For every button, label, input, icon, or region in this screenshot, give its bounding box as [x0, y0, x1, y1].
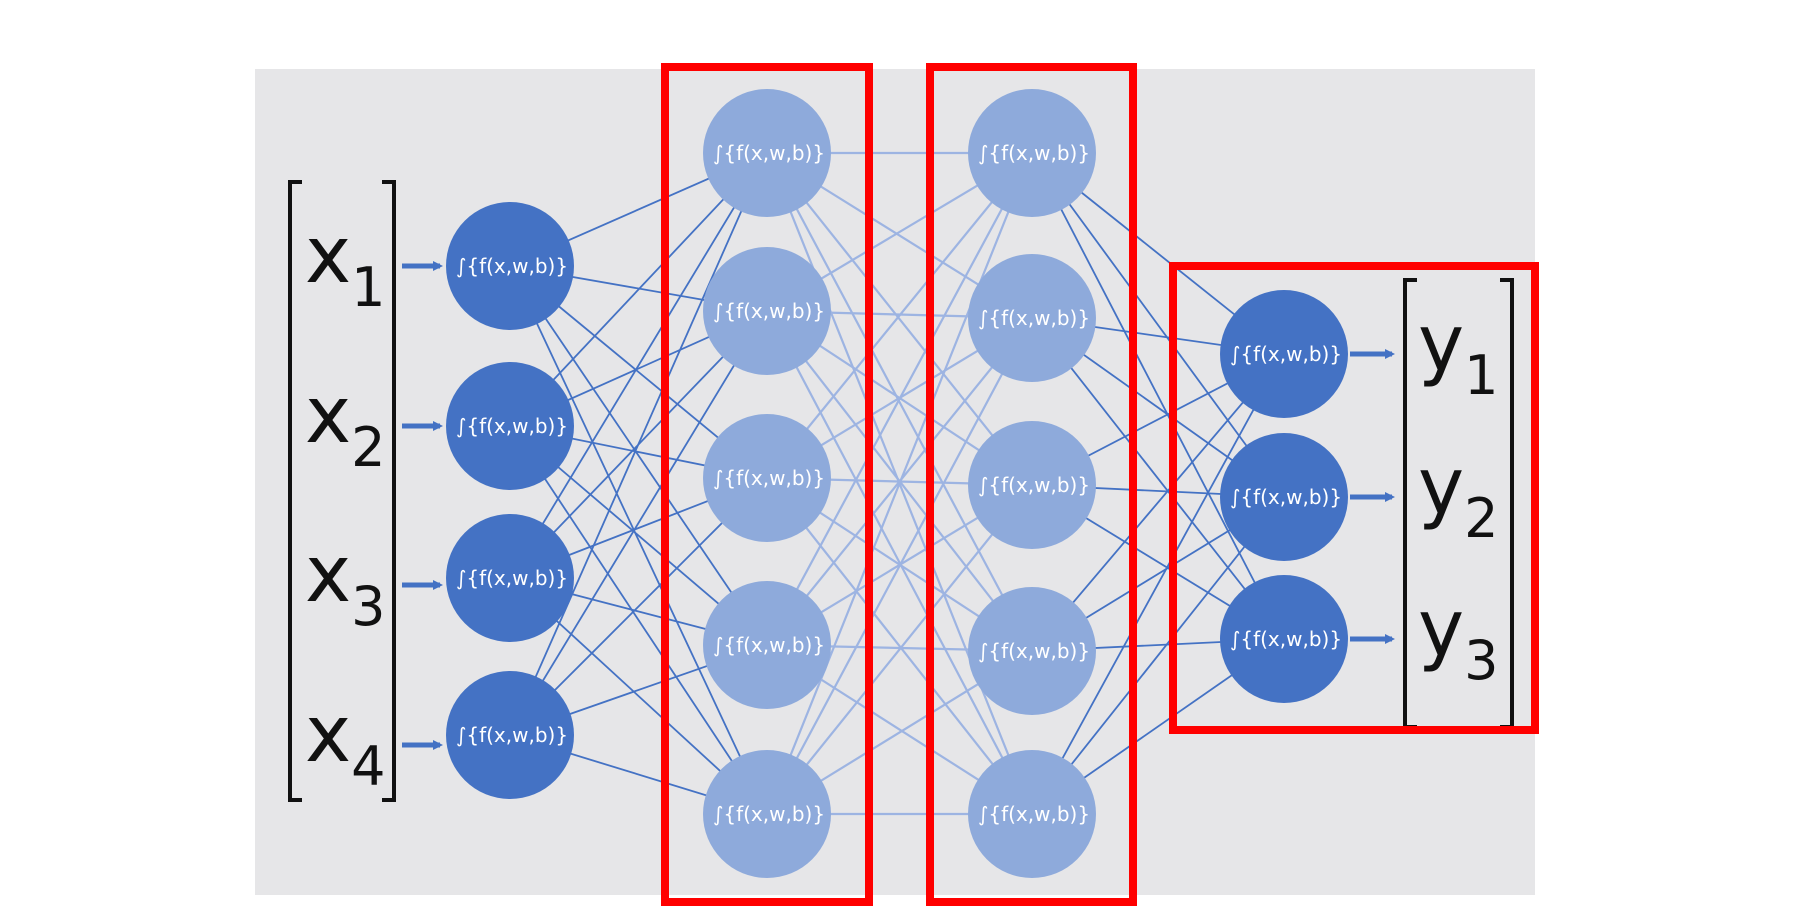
- hidden-layer-2-node-1: ∫{f(x,w,b)}: [968, 89, 1096, 217]
- neuron-circle: [703, 414, 831, 542]
- neuron-circle: [1220, 290, 1348, 418]
- edge-l1-0-to-3: [766, 152, 1033, 652]
- neuron-circle: [446, 671, 574, 799]
- edge-l1-4-to-2: [766, 484, 1033, 815]
- activation-formula: ∫{f(x,w,b)}: [1230, 485, 1342, 509]
- activation-formula: ∫{f(x,w,b)}: [456, 414, 568, 438]
- neuron-circle: [703, 750, 831, 878]
- activation-formula: ∫{f(x,w,b)}: [456, 723, 568, 747]
- neuron-circle: [968, 750, 1096, 878]
- edge-l1-0-to-2: [766, 152, 1033, 486]
- neuron-circle: [446, 202, 574, 330]
- edge-l2-0-to-1: [1031, 152, 1285, 498]
- hidden-layer-2-node-5: ∫{f(x,w,b)}: [968, 750, 1096, 878]
- activation-formula: ∫{f(x,w,b)}: [713, 802, 825, 826]
- input-vector-right-bracket: [382, 180, 396, 802]
- edge-l2-1-to-2: [1031, 317, 1285, 640]
- activation-formula: ∫{f(x,w,b)}: [713, 466, 825, 490]
- hidden-layer-1-node-2: ∫{f(x,w,b)}: [703, 247, 831, 375]
- neuron-circle: [968, 89, 1096, 217]
- highlight-box-output-layer: [1169, 262, 1539, 734]
- input-layer-node-2: ∫{f(x,w,b)}: [446, 362, 574, 490]
- neuron-circle: [446, 362, 574, 490]
- input-vector-left-bracket: [288, 180, 302, 802]
- edge-l0-3-to-0: [509, 152, 768, 736]
- neuron-circle: [968, 254, 1096, 382]
- neuron-circle: [1220, 575, 1348, 703]
- neuron-circle: [703, 247, 831, 375]
- edge-l0-2-to-0: [509, 152, 768, 579]
- edge-l1-2-to-0: [766, 152, 1033, 479]
- highlight-boxes: [661, 63, 1539, 906]
- activation-formula: ∫{f(x,w,b)}: [978, 473, 1090, 497]
- network-nodes: ∫{f(x,w,b)} ∫{f(x,w,b)} ∫{f(x,w,b)} ∫{f(x,w…: [446, 89, 1348, 878]
- edge-l2-0-to-2: [1031, 152, 1285, 640]
- activation-formula: ∫{f(x,w,b)}: [978, 306, 1090, 330]
- hidden-layer-1-node-5: ∫{f(x,w,b)}: [703, 750, 831, 878]
- activation-formula: ∫{f(x,w,b)}: [456, 566, 568, 590]
- output-layer-node-2: ∫{f(x,w,b)}: [1220, 433, 1348, 561]
- edge-l1-4-to-0: [765, 152, 1034, 815]
- hidden-layer-1-node-3: ∫{f(x,w,b)}: [703, 414, 831, 542]
- activation-formula: ∫{f(x,w,b)}: [1230, 342, 1342, 366]
- edge-l2-3-to-0: [1031, 353, 1285, 652]
- hidden-layer-1-node-1: ∫{f(x,w,b)}: [703, 89, 831, 217]
- highlight-box-hidden-layer-1: [661, 63, 873, 906]
- edge-l2-4-to-0: [1031, 353, 1285, 815]
- neuron-circle: [968, 421, 1096, 549]
- neuron-circle: [1220, 433, 1348, 561]
- hidden-layer-2-node-4: ∫{f(x,w,b)}: [968, 587, 1096, 715]
- edge-l1-1-to-4: [766, 310, 1033, 815]
- edge-l0-3-to-1: [509, 310, 768, 736]
- input-layer-node-1: ∫{f(x,w,b)}: [446, 202, 574, 330]
- neuron-circle: [703, 89, 831, 217]
- output-layer-node-3: ∫{f(x,w,b)}: [1220, 575, 1348, 703]
- neuron-circle: [968, 587, 1096, 715]
- edge-l1-4-to-1: [766, 317, 1033, 815]
- activation-formula: ∫{f(x,w,b)}: [978, 639, 1090, 663]
- activation-formula: ∫{f(x,w,b)}: [713, 141, 825, 165]
- activation-formula: ∫{f(x,w,b)}: [713, 299, 825, 323]
- edge-l0-0-to-3: [509, 265, 768, 646]
- activation-formula: ∫{f(x,w,b)}: [713, 633, 825, 657]
- input-layer-node-3: ∫{f(x,w,b)}: [446, 514, 574, 642]
- activation-formula: ∫{f(x,w,b)}: [456, 254, 568, 278]
- highlight-box-hidden-layer-2: [926, 63, 1137, 906]
- input-layer-node-4: ∫{f(x,w,b)}: [446, 671, 574, 799]
- hidden-layer-2-node-3: ∫{f(x,w,b)}: [968, 421, 1096, 549]
- edge-l1-3-to-0: [766, 152, 1033, 646]
- input-output-arrows: [402, 261, 1395, 750]
- hidden-layer-1-node-4: ∫{f(x,w,b)}: [703, 581, 831, 709]
- edge-l0-0-to-4: [509, 265, 768, 815]
- activation-formula: ∫{f(x,w,b)}: [1230, 627, 1342, 651]
- neuron-circle: [446, 514, 574, 642]
- edge-l0-1-to-4: [509, 425, 768, 815]
- edge-l1-2-to-4: [766, 477, 1033, 815]
- activation-formula: ∫{f(x,w,b)}: [978, 802, 1090, 826]
- activation-formula: ∫{f(x,w,b)}: [978, 141, 1090, 165]
- hidden-layer-2-node-2: ∫{f(x,w,b)}: [968, 254, 1096, 382]
- neuron-circle: [703, 581, 831, 709]
- edge-l2-4-to-1: [1031, 496, 1285, 815]
- output-layer-node-1: ∫{f(x,w,b)}: [1220, 290, 1348, 418]
